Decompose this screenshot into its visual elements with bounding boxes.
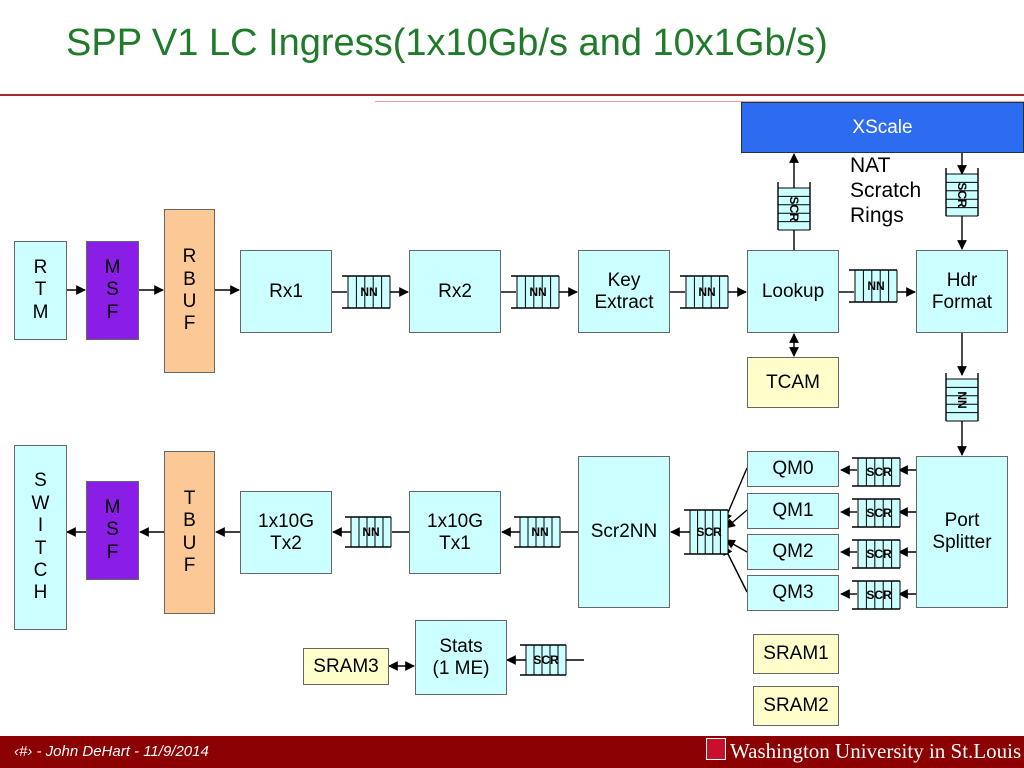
stats-block: Stats (1 ME)	[415, 620, 507, 695]
scr-ring-label: SCR	[533, 653, 559, 667]
sram3-block: SRAM3	[303, 648, 389, 685]
rtm-block: R T M	[14, 241, 67, 340]
qm1-block: QM1	[747, 493, 839, 529]
page-title: SPP V1 LC Ingress(1x10Gb/s and 10x1Gb/s)	[66, 22, 828, 64]
lookup-block: Lookup	[747, 250, 839, 333]
title-divider	[0, 94, 1024, 96]
nn-ring-key-lookup: NN	[680, 275, 729, 309]
scr-ring-qm1: SCR	[852, 498, 901, 528]
scr-ring-lookup-xscale: SCR	[777, 182, 811, 231]
scr-ring-qm3: SCR	[852, 580, 901, 610]
msf-egress-block: M S F	[86, 481, 139, 580]
nn-ring-label: NN	[955, 391, 969, 408]
qm3-block: QM3	[747, 575, 839, 611]
scr-ring-qm0: SCR	[852, 457, 901, 487]
scr-ring-label: SCR	[787, 196, 801, 222]
tcam-block: TCAM	[747, 357, 839, 408]
tx1-block: 1x10G Tx1	[409, 491, 501, 574]
scr-ring-label: SCR	[955, 182, 969, 208]
nn-ring-label: NN	[529, 285, 546, 299]
nn-ring-label: NN	[698, 285, 715, 299]
title-divider-thin	[375, 101, 1024, 102]
nn-ring-label: NN	[531, 525, 548, 539]
university-shield-icon	[706, 738, 726, 760]
nn-ring-lookup-hdr: NN	[849, 269, 898, 303]
rbuf-block: R B U F	[164, 209, 215, 373]
scr-ring-label: SCR	[866, 465, 892, 479]
scr-ring-xscale-hdr: SCR	[945, 168, 979, 217]
rx2-block: Rx2	[409, 250, 501, 333]
port-splitter-block: Port Splitter	[916, 456, 1008, 608]
scr-ring-qm-scr2nn: SCR	[684, 509, 729, 555]
hdr-format-block: Hdr Format	[916, 250, 1008, 333]
key-extract-block: Key Extract	[578, 250, 670, 333]
nn-ring-label: NN	[867, 279, 884, 293]
switch-block: S W I T C H	[14, 445, 67, 630]
sram1-block: SRAM1	[753, 634, 839, 674]
tbuf-block: T B U F	[164, 451, 215, 614]
tx2-block: 1x10G Tx2	[240, 491, 332, 574]
footer-university-name: Washington University in St.Louis	[730, 739, 1022, 763]
nn-ring-label: NN	[360, 285, 377, 299]
scr-ring-label: SCR	[866, 588, 892, 602]
footer-bar	[0, 736, 1024, 768]
scr-ring-label: SCR	[696, 525, 722, 539]
qm2-block: QM2	[747, 534, 839, 570]
scr-ring-label: SCR	[866, 506, 892, 520]
xscale-block: XScale	[741, 102, 1024, 153]
nn-ring-tx1-tx2: NN	[345, 516, 392, 548]
nn-ring-scr2nn-tx1: NN	[514, 516, 561, 548]
scr-ring-qm2: SCR	[852, 539, 901, 569]
scr2nn-block: Scr2NN	[578, 456, 670, 608]
qm1-to-scr-arrow	[725, 509, 748, 529]
rx1-block: Rx1	[240, 250, 332, 333]
msf-ingress-block: M S F	[86, 241, 139, 340]
scr-ring-label: SCR	[866, 547, 892, 561]
nn-ring-hdr-splitter: NN	[945, 373, 979, 422]
nat-scratch-rings-label: NAT Scratch Rings	[850, 154, 922, 228]
nn-ring-rx2-key: NN	[511, 275, 560, 309]
qm2-to-scr-arrow	[725, 539, 748, 553]
qm0-block: QM0	[747, 451, 839, 487]
nn-ring-rx1-rx2: NN	[342, 275, 391, 309]
footer-author-date: ‹#› - John DeHart - 11/9/2014	[14, 743, 209, 760]
sram2-block: SRAM2	[753, 686, 839, 726]
nn-ring-label: NN	[362, 525, 379, 539]
scr-ring-stats: SCR	[520, 644, 567, 676]
